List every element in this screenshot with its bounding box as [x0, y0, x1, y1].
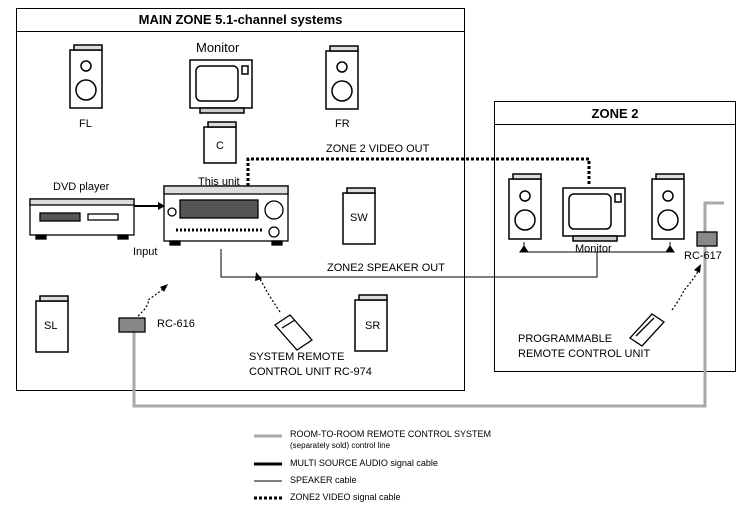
speaker-sr-label: SR	[365, 320, 381, 332]
zone2-monitor-label: Monitor	[575, 243, 612, 255]
legend-control-text-1: ROOM-TO-ROOM REMOTE CONTROL SYSTEM	[290, 429, 492, 439]
zone2-speaker-out-label: ZONE2 SPEAKER OUT	[327, 262, 445, 274]
rc616-label: RC-616	[157, 318, 195, 330]
zone2-speaker-right-icon	[651, 173, 685, 240]
speaker-fr-label: FR	[335, 118, 350, 130]
system-remote-label-1: SYSTEM REMOTE	[249, 351, 345, 363]
this-unit-label: This unit	[198, 176, 240, 188]
main-monitor-label: Monitor	[196, 40, 240, 55]
programmable-remote-icon	[629, 313, 665, 347]
speaker-sw-icon	[342, 187, 376, 245]
rc616-sensor-icon	[118, 317, 146, 333]
speaker-c-icon	[203, 121, 237, 164]
input-label: Input	[133, 246, 158, 258]
audio-cable-arrow	[158, 202, 165, 210]
speaker-sr-icon	[354, 294, 388, 352]
speaker-fl-icon	[69, 44, 103, 109]
programmable-remote-label-2: REMOTE CONTROL UNIT	[518, 348, 651, 360]
speaker-fr-icon	[325, 45, 359, 110]
speaker-c-label: C	[216, 140, 224, 152]
zone2-video-out-label: ZONE 2 VIDEO OUT	[326, 143, 430, 155]
system-remote-label-2: CONTROL UNIT RC-974	[249, 366, 372, 378]
rc617-sensor-icon	[696, 231, 718, 247]
speaker-sl-label: SL	[44, 320, 58, 332]
legend-speaker-text: SPEAKER cable	[290, 475, 357, 485]
main-zone-title-divider	[17, 31, 464, 32]
dvd-player-icon	[29, 198, 135, 240]
rc617-signal-icon	[671, 267, 701, 311]
speaker-sl-icon	[35, 295, 69, 353]
rc616-signal-icon	[137, 285, 167, 317]
legend-audio-text: MULTI SOURCE AUDIO signal cable	[290, 458, 438, 468]
main-zone-title: MAIN ZONE 5.1-channel systems	[138, 12, 343, 27]
zone2-box: ZONE 2	[494, 101, 736, 372]
legend-video-text: ZONE2 VIDEO signal cable	[290, 492, 401, 502]
room-to-room-control-line	[132, 201, 724, 408]
speaker-cable-zone2	[220, 242, 675, 278]
zone2-title: ZONE 2	[591, 106, 639, 121]
speaker-sw-label: SW	[350, 212, 368, 224]
rc617-label: RC-617	[684, 250, 722, 262]
dvd-player-label: DVD player	[53, 181, 110, 193]
receiver-unit-icon	[163, 185, 289, 246]
rc974-signal-icon	[257, 275, 281, 313]
zone2-monitor-icon	[562, 187, 626, 242]
system-remote-rc974-icon	[274, 314, 313, 351]
zone2-speaker-left-icon	[508, 173, 542, 240]
zone2-title-divider	[495, 124, 735, 125]
programmable-remote-label-1: PROGRAMMABLE	[518, 333, 613, 345]
speaker-fl-label: FL	[79, 118, 92, 130]
legend-control-text-2: (separately sold) control line	[290, 441, 391, 450]
main-zone-box: MAIN ZONE 5.1-channel systems	[16, 8, 465, 391]
main-monitor-icon	[189, 59, 253, 114]
zone2-video-cable	[246, 157, 591, 186]
